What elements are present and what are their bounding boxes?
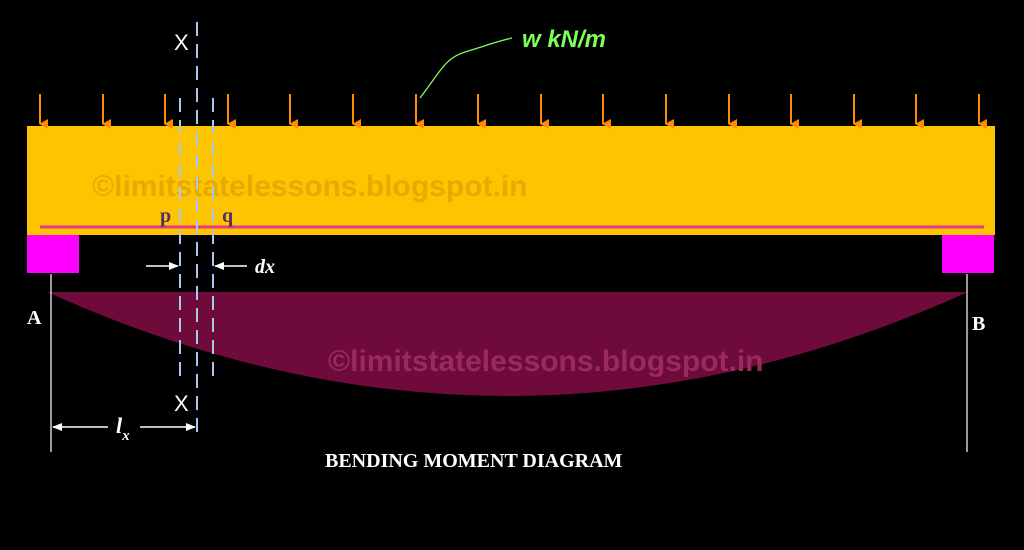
- load-label: w kN/m: [522, 26, 606, 53]
- label-q: q: [222, 205, 233, 227]
- load-arrows: [39, 94, 987, 129]
- watermark-bottom: ©limitstatelessons.blogspot.in: [328, 345, 764, 378]
- diagram-title: BENDING MOMENT DIAGRAM: [325, 450, 623, 472]
- support-left: [27, 235, 79, 273]
- watermark-top: ©limitstatelessons.blogspot.in: [92, 170, 528, 203]
- beam: [27, 126, 995, 235]
- load-leader-line: [419, 37, 513, 99]
- support-right: [942, 235, 994, 273]
- support-b-label: B: [972, 313, 985, 335]
- section-label-bottom: X: [174, 391, 189, 416]
- lx-label-sub: x: [121, 428, 130, 444]
- lx-label: lx: [116, 413, 130, 444]
- bending-moment-curve: [47, 292, 968, 396]
- lx-label-main: l: [116, 413, 123, 438]
- dx-label: dx: [255, 256, 275, 278]
- support-a-label: A: [27, 307, 42, 329]
- section-label-top: X: [174, 30, 189, 55]
- label-p: p: [160, 205, 171, 227]
